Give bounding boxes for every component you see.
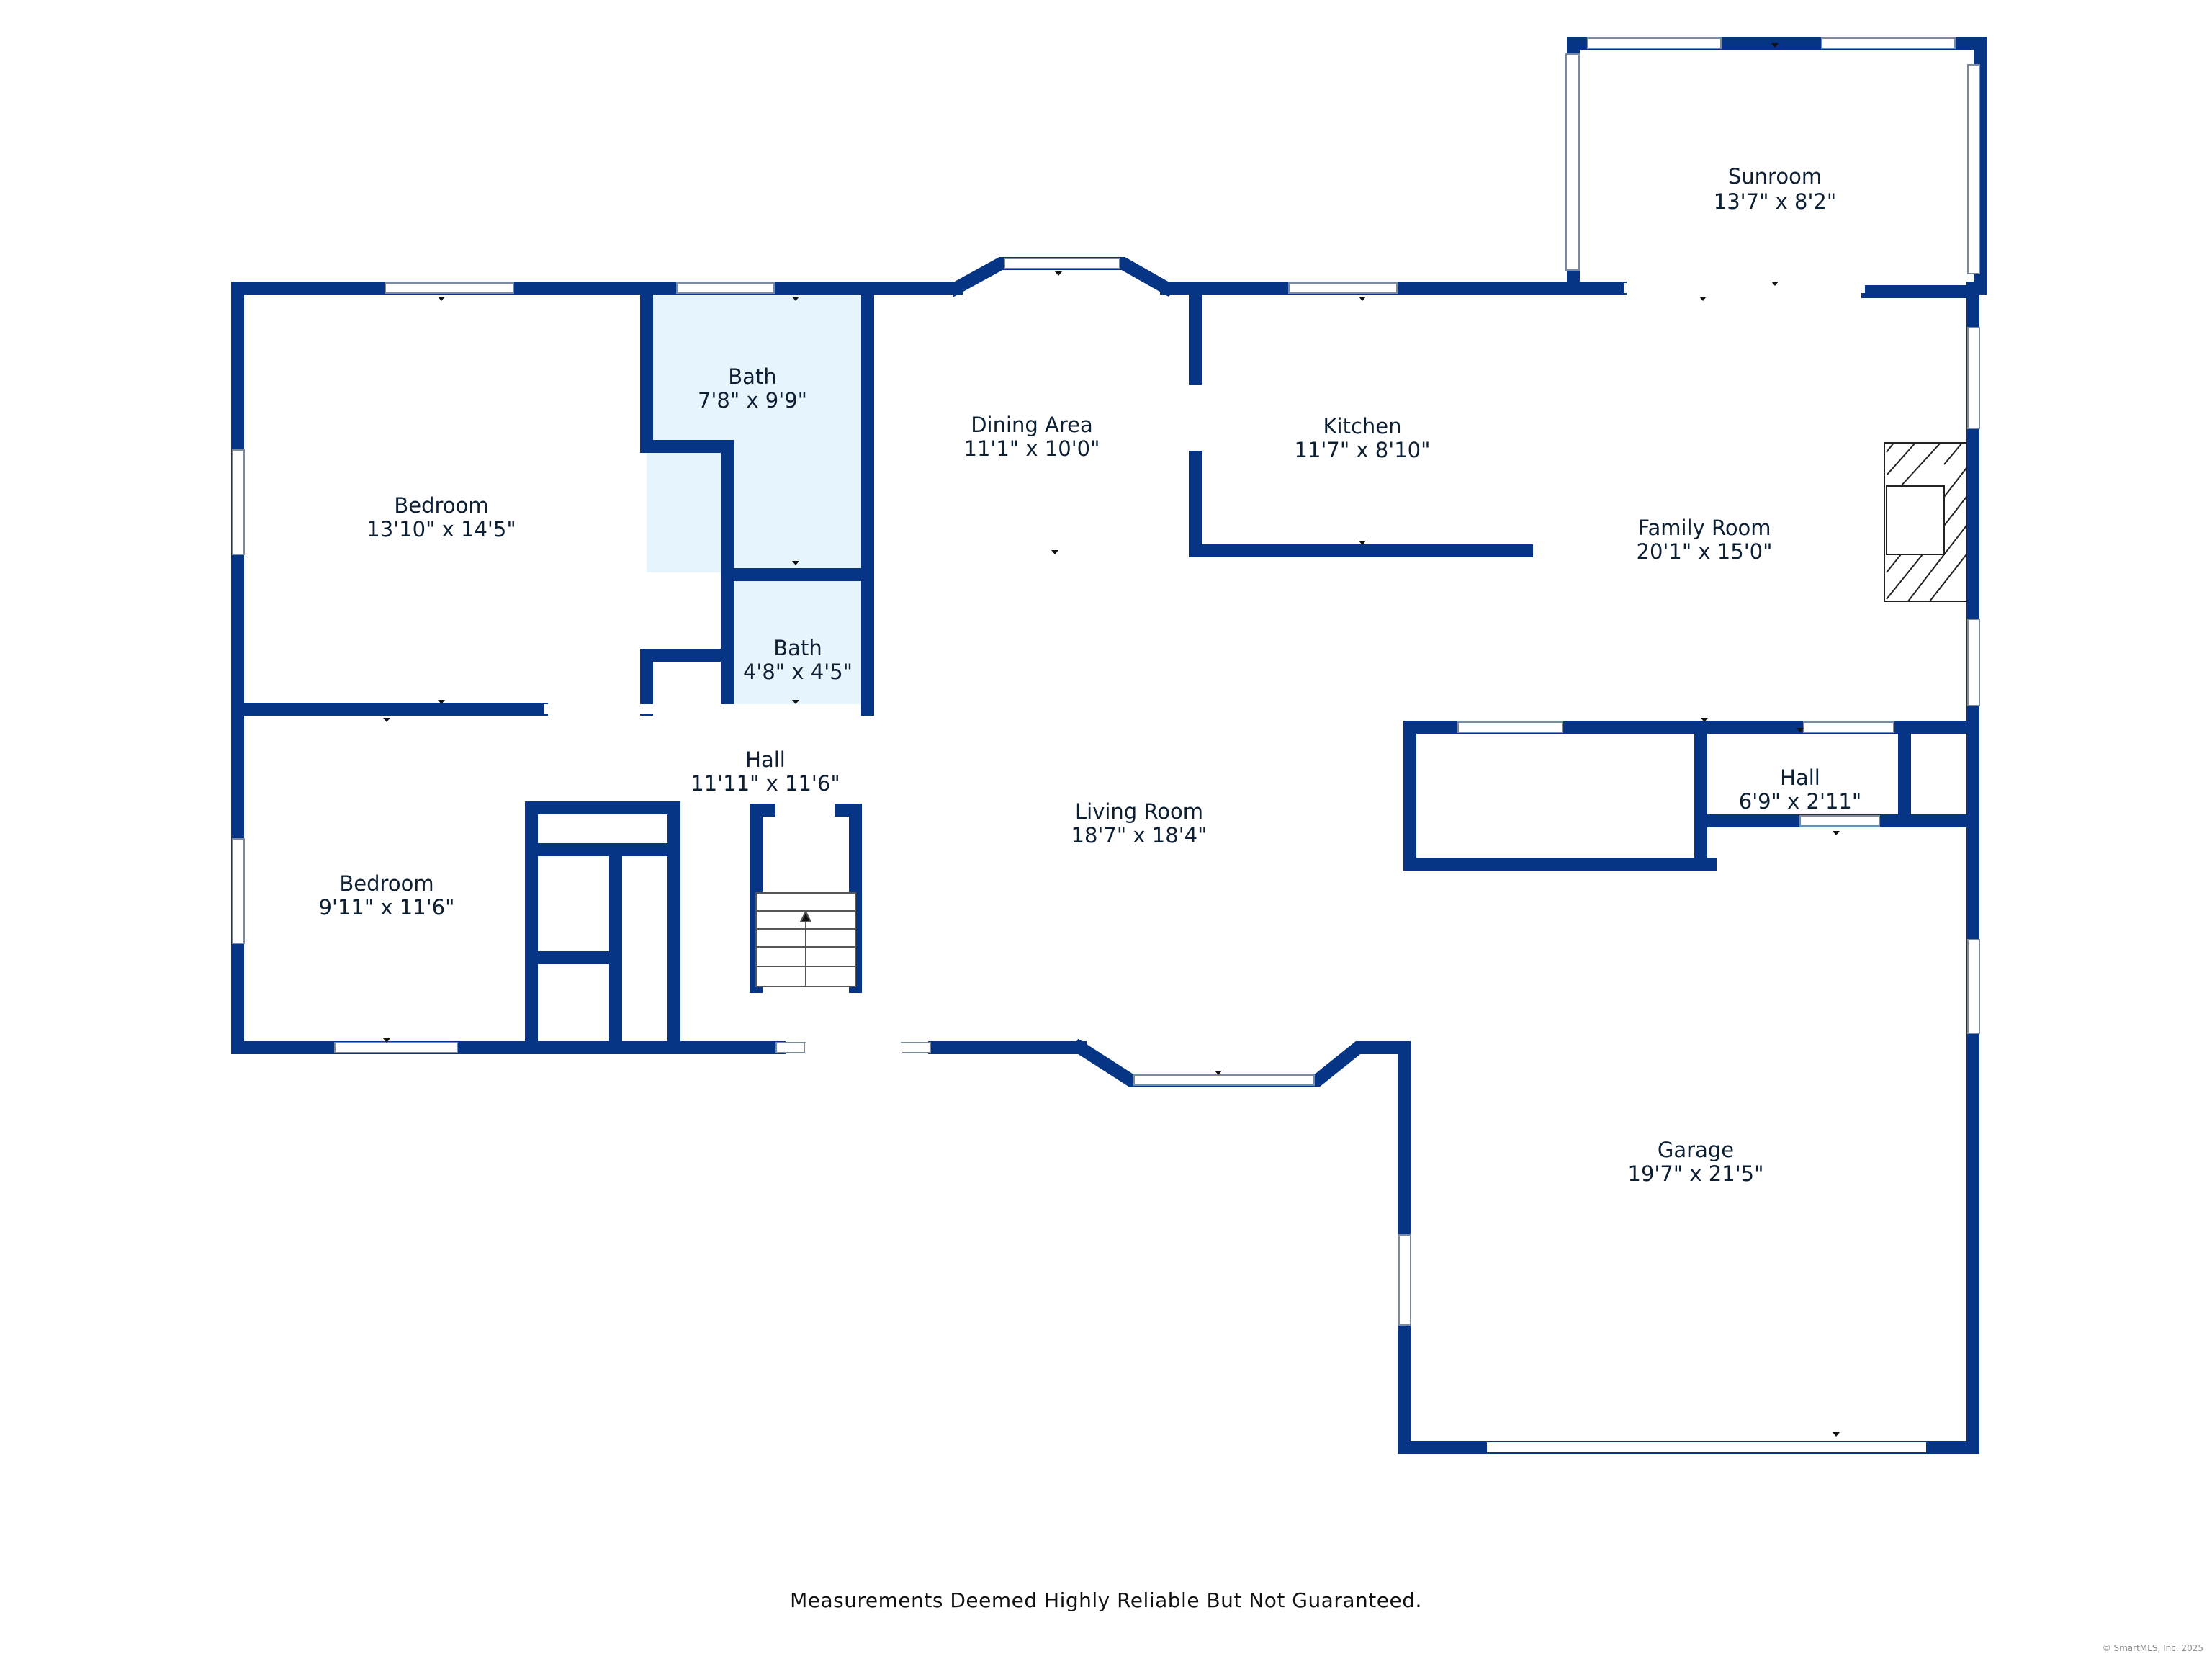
- living-dim: 18'7" x 18'4": [1071, 823, 1208, 848]
- bath1-label: Bath: [728, 364, 776, 389]
- walls: [231, 37, 1987, 1454]
- hall1-dim: 11'11" x 11'6": [691, 771, 840, 796]
- bedroom2-dim: 9'11" x 11'6": [319, 895, 455, 920]
- family-dim: 20'1" x 15'0": [1637, 539, 1773, 564]
- bedroom1-dim: 13'10" x 14'5": [367, 517, 516, 541]
- garage-label: Garage: [1658, 1138, 1734, 1162]
- bath-fill-small: [729, 572, 864, 706]
- room-labels: Sunroom 13'7" x 8'2" Bath 7'8" x 9'9" Di…: [319, 164, 1862, 1186]
- bath-fill-large: [647, 292, 864, 572]
- hall2-dim: 6'9" x 2'11": [1739, 789, 1861, 814]
- dining-dim: 11'1" x 10'0": [964, 436, 1100, 461]
- bedroom2-label: Bedroom: [339, 871, 433, 896]
- stairs-icon: [755, 892, 856, 987]
- kitchen-dim: 11'7" x 8'10": [1295, 438, 1431, 462]
- sunroom-dim: 13'7" x 8'2": [1714, 189, 1836, 214]
- garage-dim: 19'7" x 21'5": [1628, 1161, 1764, 1186]
- fireplace-icon: [1884, 442, 1967, 602]
- hall1-label: Hall: [745, 747, 786, 772]
- family-label: Family Room: [1637, 516, 1771, 540]
- hall2-label: Hall: [1780, 765, 1820, 790]
- bedroom1-label: Bedroom: [394, 493, 488, 518]
- measure-markers: [383, 43, 1840, 1437]
- living-label: Living Room: [1075, 799, 1203, 824]
- bath2-label: Bath: [773, 636, 822, 660]
- bath1-dim: 7'8" x 9'9": [698, 388, 807, 413]
- disclaimer-text: Measurements Deemed Highly Reliable But …: [790, 1588, 1422, 1612]
- dining-label: Dining Area: [971, 413, 1093, 437]
- kitchen-label: Kitchen: [1323, 414, 1402, 439]
- windows: [232, 37, 1980, 1452]
- sunroom-label: Sunroom: [1728, 164, 1822, 189]
- bath2-dim: 4'8" x 4'5": [743, 660, 853, 684]
- copyright-text: © SmartMLS, Inc. 2025: [2102, 1643, 2203, 1653]
